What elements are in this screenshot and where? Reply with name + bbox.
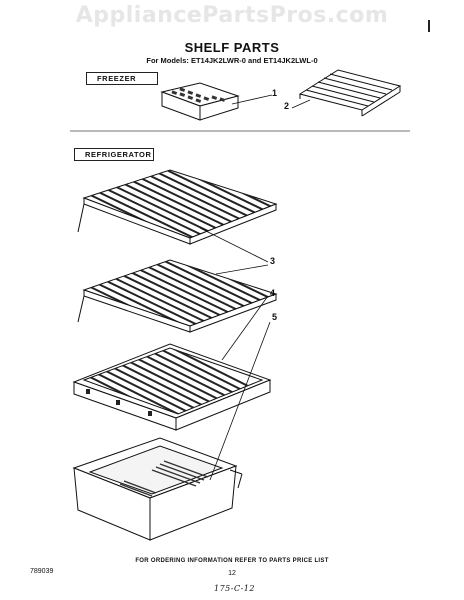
callout-4: 4 [270,288,276,298]
section-label-freezer: FREEZER [86,72,158,85]
leader-lines-freezer [231,94,311,109]
ordering-note: FOR ORDERING INFORMATION REFER TO PARTS … [135,558,329,564]
handwritten-note: 175-C-12 [214,584,255,593]
refrigerator-shelf-upper [77,169,278,245]
document-number: 789039 [30,568,54,575]
crisper-pan [72,437,243,541]
model-numbers: For Models: ET14JK2LWR-0 and ET14JK2LWL-… [146,56,318,65]
leader-lines-refrigerator [199,227,271,481]
callout-3: 3 [270,256,276,266]
callout-1: 1 [272,88,278,98]
crisper-cover-frame [72,343,272,431]
corner-mark [428,20,430,32]
freezer-wire-shelf [298,69,402,117]
callout-5: 5 [272,312,278,322]
section-label-refrigerator: REFRIGERATOR [74,148,154,161]
page-title: SHELF PARTS [184,40,280,55]
page-number: 12 [228,570,236,577]
ice-cube-tray [160,82,240,121]
callout-2: 2 [284,101,290,111]
refrigerator-shelf-middle [77,259,278,333]
watermark: AppliancePartsPros.com [75,3,389,28]
